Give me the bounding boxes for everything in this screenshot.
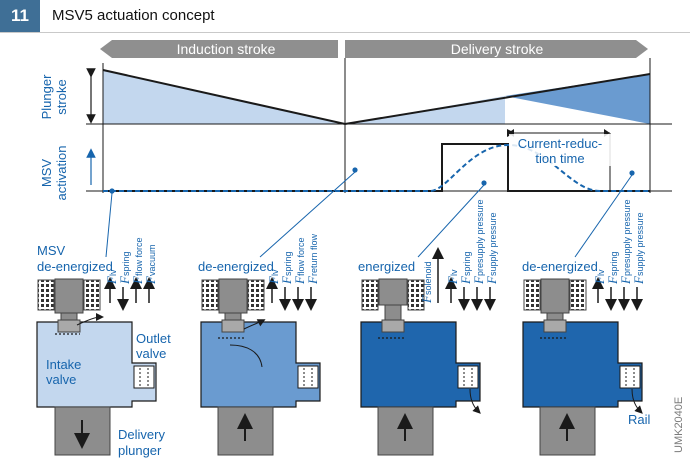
induction-stroke-label: Induction stroke bbox=[177, 41, 276, 57]
msv-axis-label-1: MSV bbox=[39, 159, 54, 188]
rail-label: Rail bbox=[628, 412, 651, 427]
force-label-vacuum-1: Fvacuum bbox=[143, 245, 158, 285]
plunger-stroke-plot: Plunger stroke bbox=[39, 58, 672, 193]
outlet-valve-label-1: Outlet bbox=[136, 331, 171, 346]
delivery-plunger-label-2: plunger bbox=[118, 443, 162, 458]
state-3-label: energized bbox=[358, 259, 415, 274]
force-label-spring-2: Fspring bbox=[279, 252, 294, 285]
stroke-bar: Induction stroke Delivery stroke bbox=[100, 40, 648, 58]
msv-axis-label-2: activation bbox=[54, 146, 69, 201]
actuation-diagram: Induction stroke Delivery stroke Plunger… bbox=[36, 40, 685, 458]
valve-state-2: de-energized Flv Fspring Fflow force Fre… bbox=[198, 234, 321, 456]
valve-state-3: energized Fsolenoid Flv Fspring Fpresupp… bbox=[358, 200, 499, 456]
delivery-stroke-label: Delivery stroke bbox=[451, 41, 544, 57]
force-label-returnflow-2: Freturn flow bbox=[305, 234, 320, 285]
force-label-lv-3: Flv bbox=[445, 269, 460, 285]
delivery-plunger-label-1: Delivery bbox=[118, 427, 165, 442]
force-label-spring-4: Fspring bbox=[605, 252, 620, 285]
figure-title: MSV5 actuation concept bbox=[52, 7, 215, 24]
force-label-presupply-3: Fpresupply pressure bbox=[471, 200, 486, 286]
msv-activation-plot: MSV activation Current-reduc- tion time bbox=[39, 129, 672, 258]
outlet-valve-label-2: valve bbox=[136, 346, 166, 361]
force-label-spring-1: Fspring bbox=[117, 252, 132, 285]
figure-number: 11 bbox=[0, 0, 40, 32]
force-label-presupply-4: Fpresupply pressure bbox=[618, 200, 633, 286]
force-label-solenoid-3: Fsolenoid bbox=[419, 262, 434, 304]
state-1-label-1: MSV bbox=[37, 243, 66, 258]
force-label-supply-4: Fsupply pressure bbox=[631, 213, 646, 286]
figure-header: 11 MSV5 actuation concept bbox=[0, 0, 690, 33]
current-reduction-label-2: tion time bbox=[535, 151, 584, 166]
intake-valve-label-2: valve bbox=[46, 372, 76, 387]
intake-valve-label-1: Intake bbox=[46, 357, 81, 372]
current-reduction-label-1: Current-reduc- bbox=[518, 136, 603, 151]
force-label-flowforce-2: Fflow force bbox=[292, 238, 307, 285]
force-label-supply-3: Fsupply pressure bbox=[484, 213, 499, 286]
figure-code: UMK2040E bbox=[673, 397, 685, 453]
force-label-spring-3: Fspring bbox=[458, 252, 473, 285]
state-1-label-2: de-energized bbox=[37, 259, 113, 274]
valve-state-1: MSV de-energized Outlet valve Intake val… bbox=[36, 238, 171, 458]
force-label-lv-4: Flv bbox=[592, 269, 607, 285]
state-2-label: de-energized bbox=[198, 259, 274, 274]
force-label-flowforce-1: Fflow force bbox=[130, 238, 145, 285]
valve-state-4: de-energized Rail Flv Fspring Fpresupply… bbox=[522, 200, 651, 456]
force-label-lv-1: Flv bbox=[104, 269, 119, 285]
plunger-axis-label-1: Plunger bbox=[39, 74, 54, 119]
state-4-label: de-energized bbox=[522, 259, 598, 274]
force-label-lv-2: Flv bbox=[266, 269, 281, 285]
plunger-axis-label-2: stroke bbox=[54, 79, 69, 114]
